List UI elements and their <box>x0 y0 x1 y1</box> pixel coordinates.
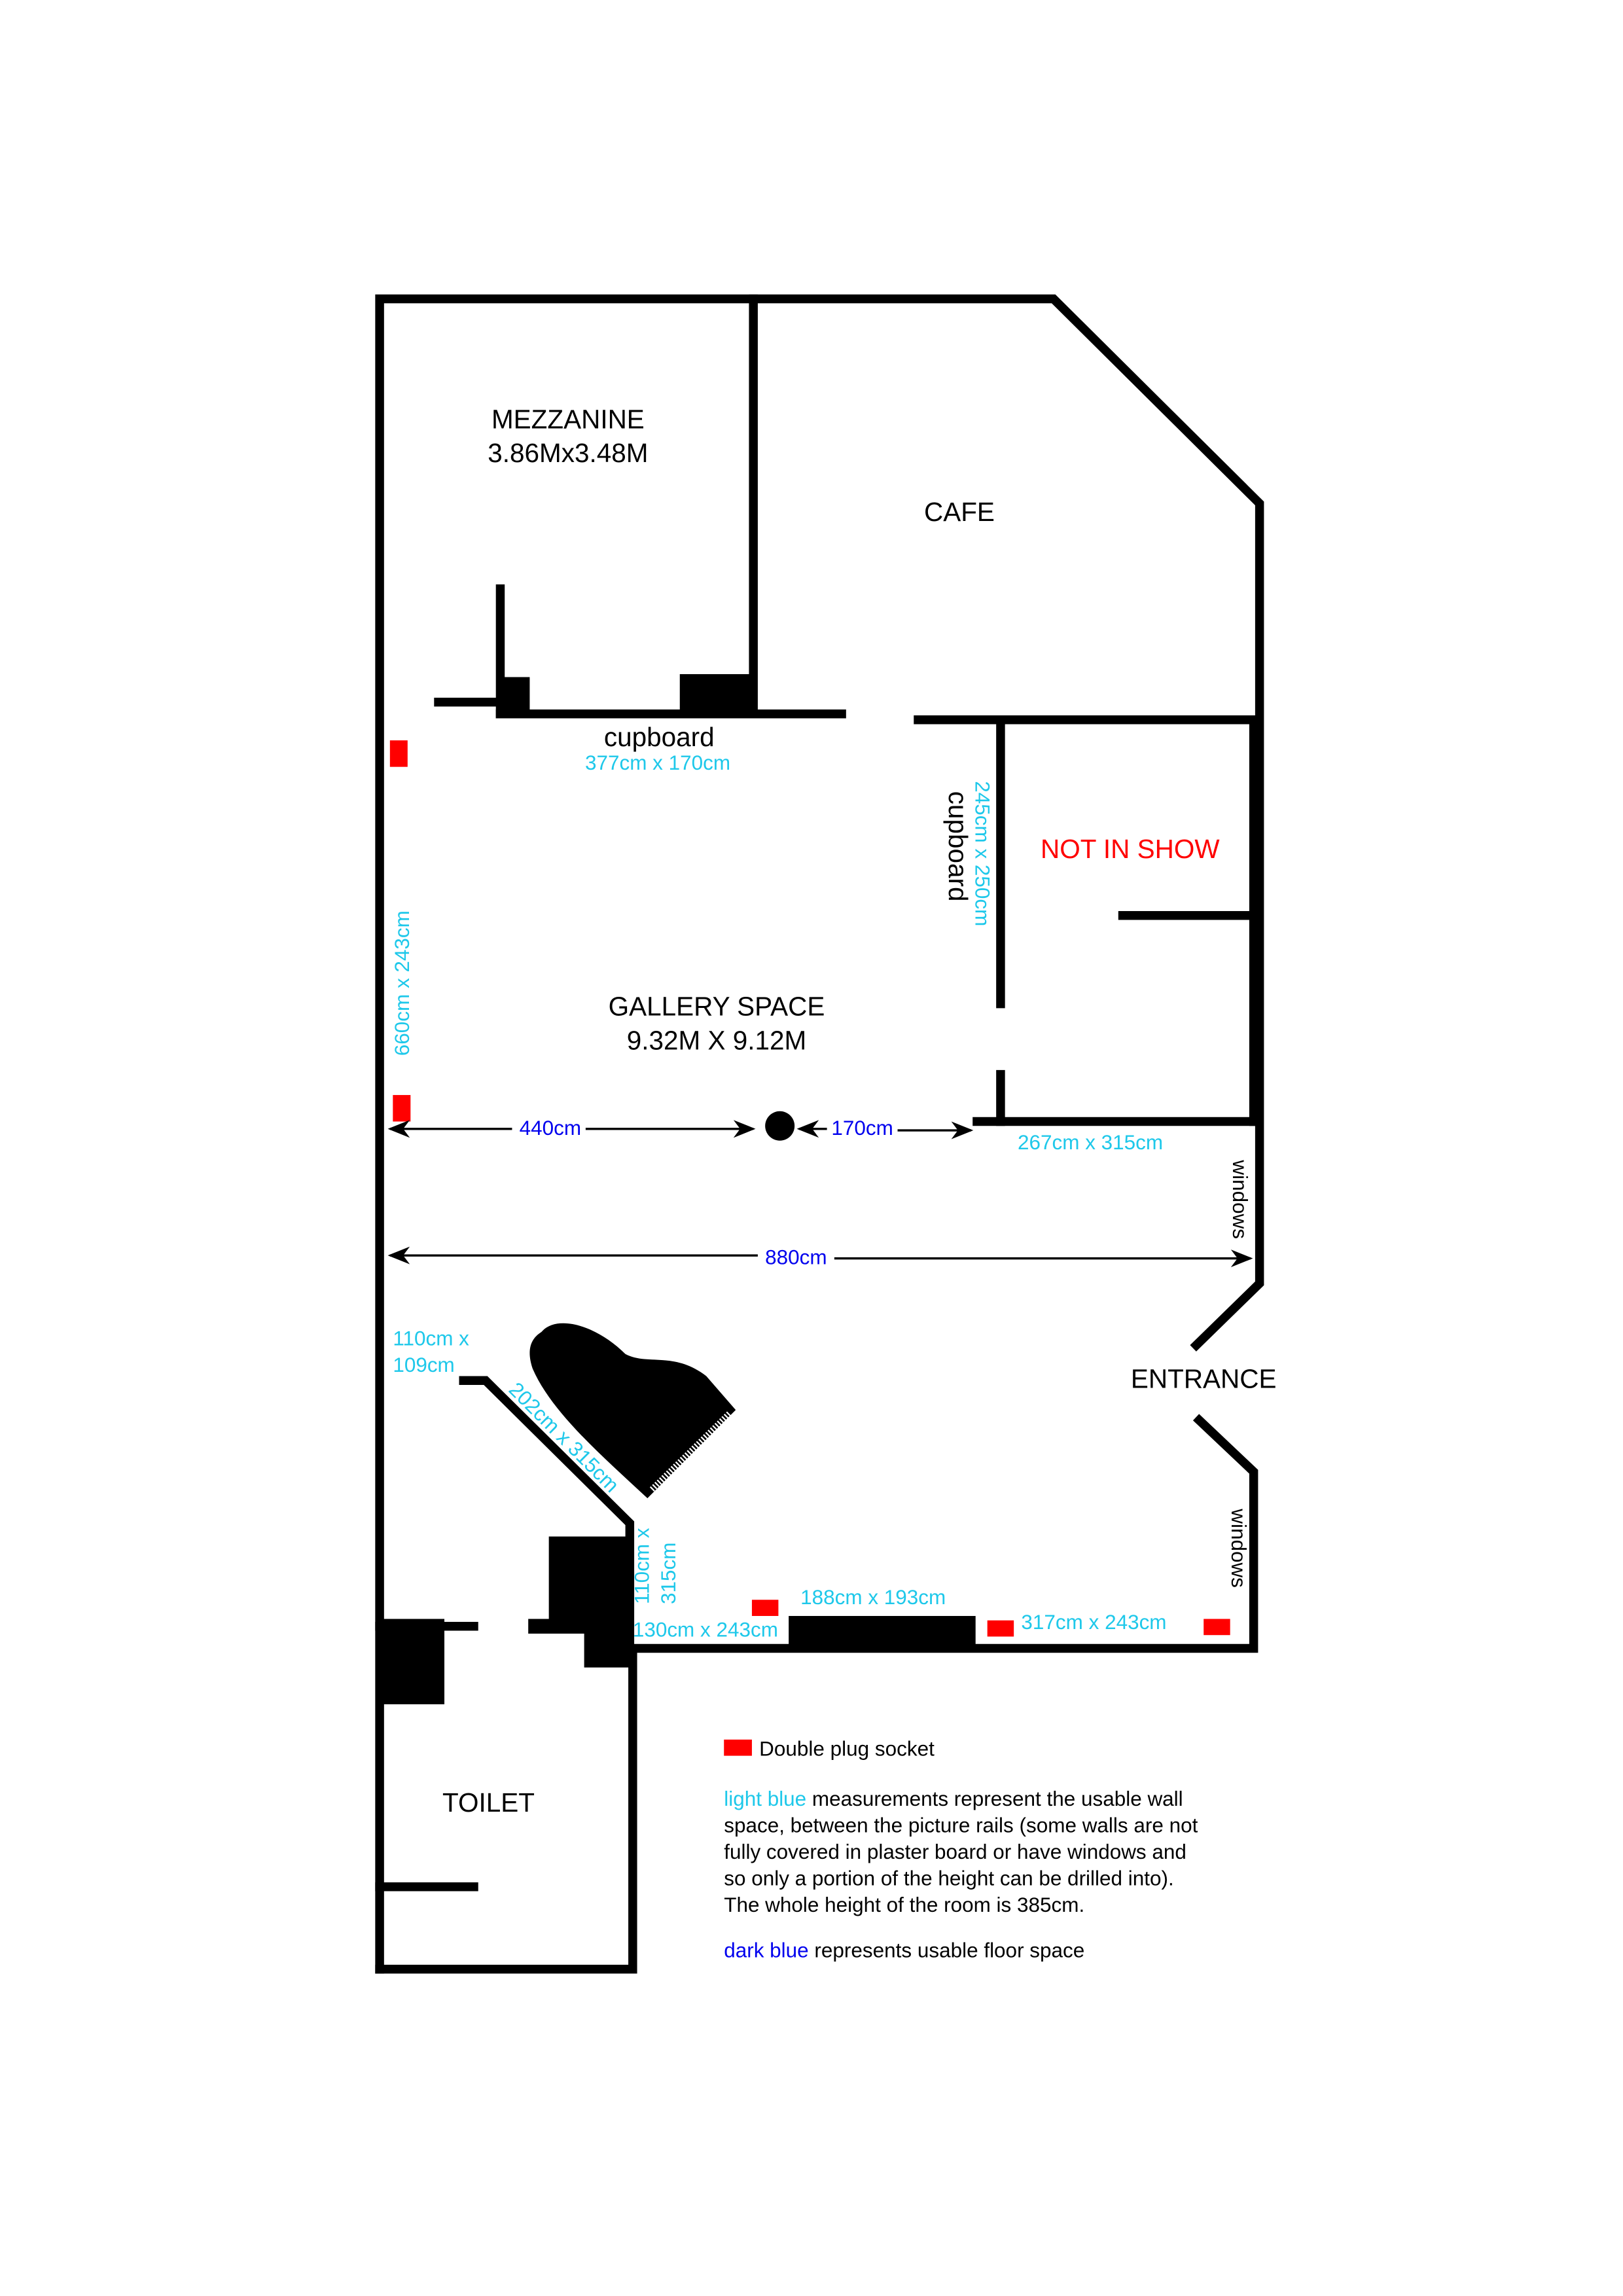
floor-440-label: 440cm <box>520 1117 581 1139</box>
socket <box>987 1620 1014 1637</box>
legend-light-blue-line-1: light blue measurements represent the us… <box>724 1787 1183 1810</box>
not-in-show-bottom-measure: 267cm x 315cm <box>1018 1131 1163 1154</box>
socket <box>393 1095 411 1122</box>
legend: Double plug socket light blue measuremen… <box>724 1738 1198 1962</box>
left-wall-measure: 660cm x 243cm <box>391 910 414 1056</box>
entrance-label: ENTRANCE <box>1131 1363 1277 1393</box>
room-mezzanine-size: 3.86Mx3.48M <box>488 438 648 468</box>
corner-measure-1: 110cm x <box>393 1327 469 1350</box>
sockets <box>389 740 1230 1637</box>
column <box>765 1111 795 1141</box>
legend-line-3: fully covered in plaster board or have w… <box>724 1840 1186 1863</box>
piano <box>529 1323 736 1499</box>
bottom-mid-measure: 188cm x 193cm <box>800 1586 946 1609</box>
room-gallery-label: GALLERY SPACE <box>609 992 825 1022</box>
floor-arrows <box>387 1120 1253 1268</box>
bottom-right-measure: 317cm x 243cm <box>1021 1611 1166 1634</box>
room-not-in-show-label: NOT IN SHOW <box>1041 834 1220 864</box>
windows-lower-label: windows <box>1227 1508 1250 1588</box>
legend-line-2: space, between the picture rails (some w… <box>724 1814 1198 1837</box>
toilet-side-measure-1: 110cm x <box>631 1528 654 1604</box>
cupboard-side-label: cupboard <box>943 791 973 902</box>
corner-measure-2: 109cm <box>393 1354 454 1376</box>
toilet-side-measure-2: 315cm <box>657 1543 680 1604</box>
socket <box>389 740 408 767</box>
floor-880-label: 880cm <box>765 1246 827 1269</box>
bottom-left-measure: 130cm x 243cm <box>633 1618 778 1641</box>
legend-light-blue-term: light blue <box>724 1787 806 1810</box>
room-gallery-size: 9.32M X 9.12M <box>627 1025 806 1055</box>
legend-line-5: The whole height of the room is 385cm. <box>724 1893 1084 1916</box>
room-mezzanine-label: MEZZANINE <box>491 404 645 435</box>
walls <box>375 294 1264 1974</box>
cupboard-side-measure: 245cm x 250cm <box>971 781 994 926</box>
cupboard-top-label: cupboard <box>604 722 715 752</box>
legend-line-4: so only a portion of the height can be d… <box>724 1867 1174 1890</box>
room-toilet-label: TOILET <box>442 1787 535 1818</box>
legend-dark-blue-term: dark blue <box>724 1939 808 1962</box>
floor-170-label: 170cm <box>831 1117 893 1139</box>
windows-upper-label: windows <box>1228 1159 1251 1239</box>
socket <box>1204 1619 1230 1636</box>
socket <box>751 1600 779 1616</box>
legend-dark-blue-text: represents usable floor space <box>809 1939 1085 1962</box>
cupboard-top-measure: 377cm x 170cm <box>585 751 730 774</box>
legend-socket-label: Double plug socket <box>759 1738 935 1761</box>
room-cafe-label: CAFE <box>924 497 995 527</box>
legend-light-blue-text: measurements represent the usable wall <box>806 1787 1183 1810</box>
legend-dark-blue-line: dark blue represents usable floor space <box>724 1939 1084 1962</box>
legend-socket-swatch <box>724 1739 752 1756</box>
